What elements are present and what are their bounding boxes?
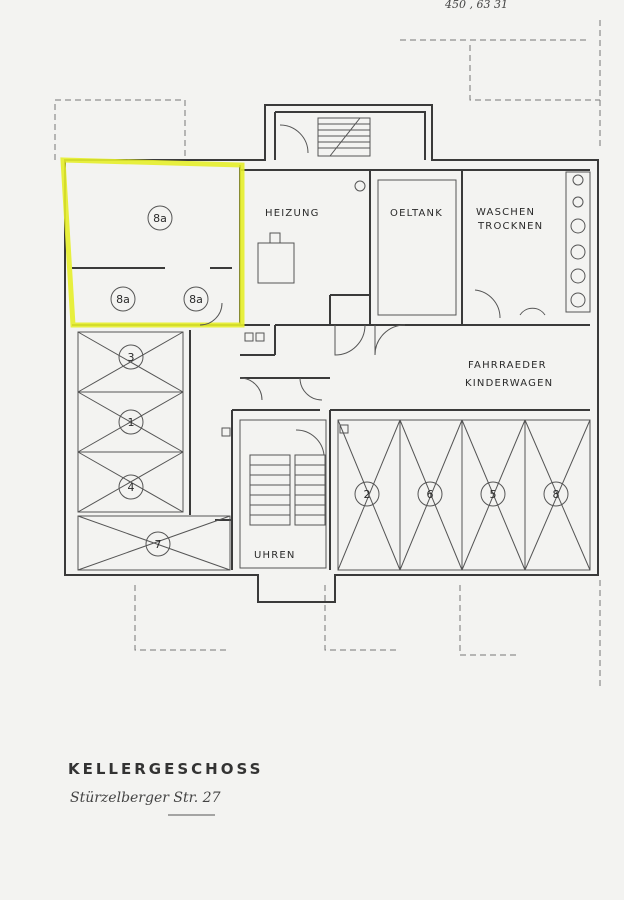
svg-text:3: 3 [128, 351, 135, 364]
svg-text:2: 2 [364, 488, 371, 501]
storage-number-8a-top: 8a [147, 205, 173, 231]
room-label-trocknen: TROCKNEN [477, 221, 543, 232]
room-label-oeltank: OELTANK [390, 208, 443, 219]
site-outline [54, 20, 601, 690]
storage-number-4: 4 [118, 474, 144, 500]
storage-number-5: 5 [480, 481, 506, 507]
washer-icons [570, 174, 586, 308]
top-note: 450 , 63 31 [444, 0, 508, 11]
svg-text:5: 5 [490, 488, 497, 501]
plan-title: KELLERGESCHOSS [68, 760, 263, 778]
room-label-fahrraeder: FAHRRAEDER [468, 360, 547, 371]
storage-cages-right [337, 419, 591, 571]
svg-text:8: 8 [553, 488, 560, 501]
room-label-heizung: HEIZUNG [265, 208, 320, 219]
room-label-uhren: UHREN [254, 550, 296, 561]
handwritten-address: Stürzelberger Str. 27 [70, 790, 221, 806]
room-label-kinderwagen: KINDERWAGEN [465, 378, 553, 389]
svg-text:4: 4 [128, 481, 135, 494]
room-label-waschen: WASCHEN [476, 207, 535, 218]
stairs-lower [249, 429, 326, 526]
svg-text:7: 7 [155, 538, 162, 551]
door-swings [199, 180, 546, 401]
storage-number-6: 6 [417, 481, 443, 507]
storage-number-8a-right: 8a [183, 286, 209, 312]
storage-number-7: 7 [145, 531, 171, 557]
storage-number-3: 3 [118, 344, 144, 370]
stairs-top [279, 117, 371, 157]
vent-squares [221, 332, 349, 437]
storage-number-8a-left: 8a [110, 286, 136, 312]
svg-text:8a: 8a [189, 293, 203, 306]
svg-text:6: 6 [427, 488, 434, 501]
storage-number-1: 1 [118, 409, 144, 435]
svg-text:8a: 8a [153, 212, 167, 225]
storage-cages-left [77, 331, 231, 571]
svg-text:1: 1 [128, 416, 135, 429]
storage-number-2: 2 [354, 481, 380, 507]
highlighted-storage-outline [60, 157, 245, 328]
building-walls [64, 104, 599, 603]
svg-text:8a: 8a [116, 293, 130, 306]
storage-number-8: 8 [543, 481, 569, 507]
